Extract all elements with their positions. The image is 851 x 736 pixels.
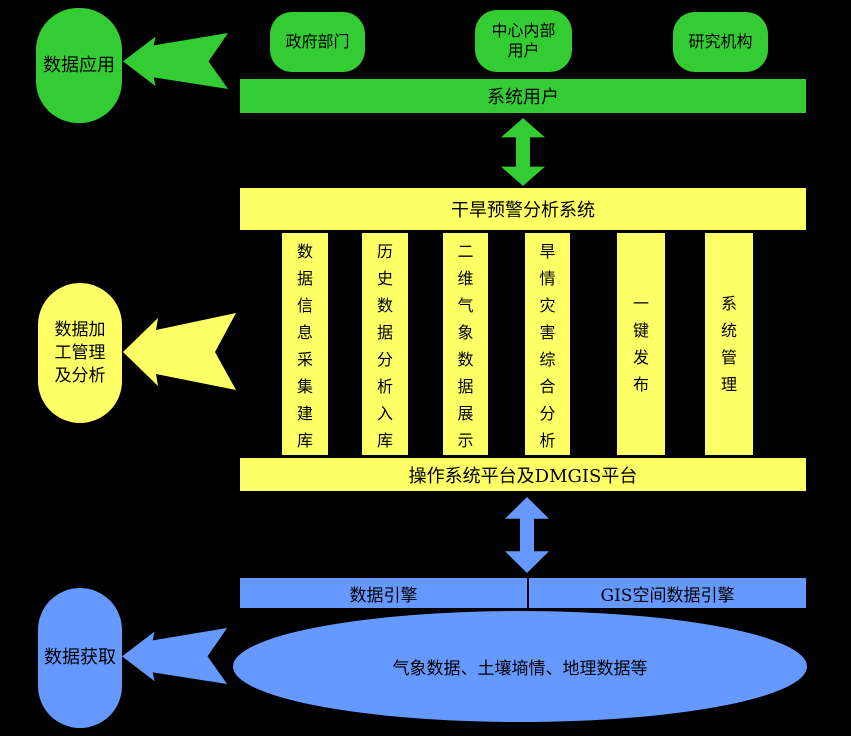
research-institutions-oval: 研究机构 <box>673 12 768 72</box>
data-application-capsule: 数据应用 <box>36 8 122 123</box>
data-engine-label: 数据引擎 <box>349 585 418 606</box>
module-history-analysis: 历史数据分析入库 <box>362 233 408 455</box>
module-system-management-label: 系统管理 <box>720 294 737 394</box>
data-engine-bar: 数据引擎 <box>240 578 527 608</box>
module-data-collection: 数据信息采集建库 <box>282 233 328 455</box>
gis-spatial-data-engine-label: GIS空间数据引擎 <box>600 585 735 606</box>
data-processing-label: 数据加工管理及分析 <box>54 319 106 386</box>
data-acquisition-label: 数据获取 <box>44 647 116 668</box>
system-users-bar: 系统用户 <box>240 79 806 113</box>
drought-warning-system-label: 干旱预警分析系统 <box>451 200 595 221</box>
module-system-management: 系统管理 <box>705 233 753 455</box>
left-arrow-to-data-application-icon <box>123 33 229 89</box>
left-arrow-to-data-processing-icon <box>123 313 236 390</box>
data-sources-ellipse: 气象数据、土壤墒情、地理数据等 <box>233 611 807 722</box>
government-departments-label: 政府部门 <box>285 32 350 51</box>
left-arrow-to-data-acquisition-icon <box>122 628 228 684</box>
module-one-key-publish: 一键发布 <box>617 233 665 455</box>
center-internal-users-label: 中心内部用户 <box>491 21 556 60</box>
drought-warning-system-bar: 干旱预警分析系统 <box>240 188 806 230</box>
data-application-label: 数据应用 <box>43 54 115 76</box>
center-internal-users-oval: 中心内部用户 <box>475 10 572 72</box>
data-processing-capsule: 数据加工管理及分析 <box>38 283 122 423</box>
system-users-label: 系统用户 <box>487 87 559 108</box>
module-data-collection-label: 数据信息采集建库 <box>296 241 313 450</box>
research-institutions-label: 研究机构 <box>688 32 753 51</box>
module-drought-disaster-analysis: 旱情灾害综合分析 <box>525 233 570 455</box>
os-dmgis-platform-bar: 操作系统平台及DMGIS平台 <box>240 458 806 491</box>
double-arrow-platform-engines-icon <box>505 497 549 573</box>
module-drought-disaster-analysis-label: 旱情灾害综合分析 <box>539 241 556 450</box>
double-arrow-users-analysis-icon <box>501 118 545 186</box>
data-sources-label: 气象数据、土壤墒情、地理数据等 <box>392 659 648 679</box>
data-acquisition-capsule: 数据获取 <box>38 588 122 728</box>
module-one-key-publish-label: 一键发布 <box>632 294 649 394</box>
gis-spatial-data-engine-bar: GIS空间数据引擎 <box>529 578 806 608</box>
module-history-analysis-label: 历史数据分析入库 <box>376 241 393 450</box>
government-departments-oval: 政府部门 <box>270 12 365 72</box>
module-2d-weather-display: 二维气象数据展示 <box>443 233 488 455</box>
module-2d-weather-display-label: 二维气象数据展示 <box>457 241 474 450</box>
os-dmgis-platform-label: 操作系统平台及DMGIS平台 <box>408 465 638 487</box>
